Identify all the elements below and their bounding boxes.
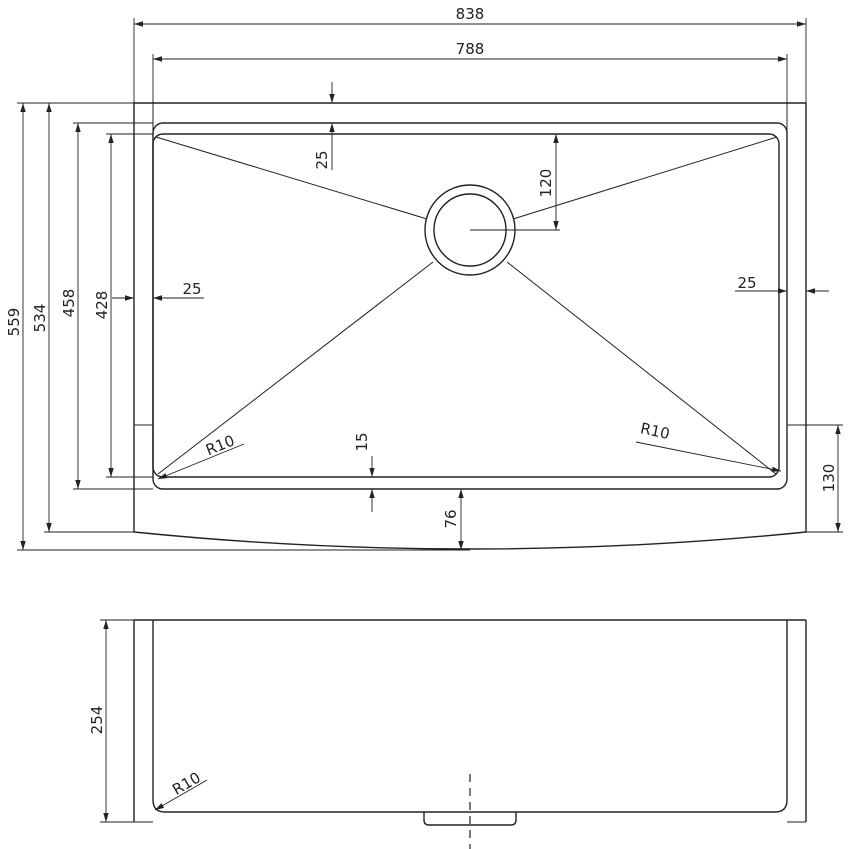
leader-radius-front bbox=[154, 779, 208, 811]
dim-drain-offset: 120 bbox=[537, 169, 555, 198]
dim-radius-right: R10 bbox=[639, 419, 672, 443]
dim-rim-top: 25 bbox=[313, 150, 331, 169]
dim-depth-534: 534 bbox=[31, 304, 49, 333]
dim-depth-428: 428 bbox=[93, 291, 111, 320]
dim-rim-bottom: 15 bbox=[353, 432, 371, 451]
dim-bowl-height: 254 bbox=[88, 706, 106, 735]
dim-depth-458: 458 bbox=[60, 289, 78, 318]
top-view-dimensions: 838 788 559 534 458 428 25 120 bbox=[5, 5, 843, 551]
dim-bowl-width: 788 bbox=[456, 40, 485, 58]
dim-apron-front: 76 bbox=[442, 509, 460, 528]
slope-line-bottom-left bbox=[157, 261, 434, 475]
top-view bbox=[133, 102, 807, 550]
front-view-dimensions: 254 R10 bbox=[88, 619, 208, 823]
front-view bbox=[133, 619, 807, 849]
dim-overall-depth: 559 bbox=[5, 308, 23, 337]
dim-overall-width: 838 bbox=[456, 5, 485, 23]
dim-rim-left: 25 bbox=[182, 280, 201, 298]
dim-radius-front: R10 bbox=[169, 768, 204, 798]
leader-radius-right bbox=[635, 441, 782, 472]
bowl-floor bbox=[152, 133, 780, 478]
front-drain bbox=[423, 812, 517, 826]
bowl-rim bbox=[152, 122, 788, 490]
slope-line-bottom-right bbox=[506, 261, 777, 475]
front-bowl-profile bbox=[152, 620, 788, 813]
dim-rim-right: 25 bbox=[737, 274, 756, 292]
slope-line-top-left bbox=[155, 136, 428, 220]
leader-radius-left bbox=[157, 443, 245, 480]
sink-outline bbox=[133, 102, 807, 550]
dim-apron-side: 130 bbox=[820, 464, 838, 493]
